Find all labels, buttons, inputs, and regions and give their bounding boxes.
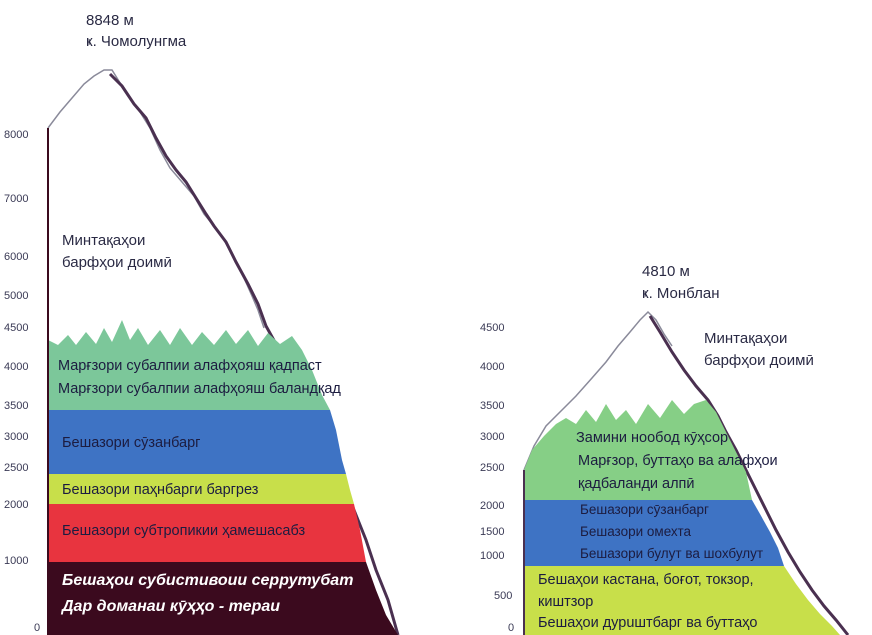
everest-tick: 3500 xyxy=(4,400,29,412)
everest-subtropical-band xyxy=(48,504,366,562)
everest-terai-label: Бешаҳои субистивоии серрутубат xyxy=(62,572,354,589)
montblanc-tick: 2500 xyxy=(480,462,505,474)
montblanc-snow-label: Минтақаҳои xyxy=(704,330,788,347)
montblanc-tick: 3500 xyxy=(480,400,505,412)
everest-snow-label: Минтақаҳои xyxy=(62,232,146,249)
montblanc-tick: 4500 xyxy=(480,322,505,334)
montblanc-steppe-label: киштзор xyxy=(538,594,594,610)
montblanc-nival-label: Замини нообод кӯҳсор xyxy=(576,430,729,446)
everest-tick: 0 xyxy=(34,622,41,634)
montblanc-beech-label: Бешазори булут ва шохбулут xyxy=(580,546,764,561)
montblanc-tick: 1500 xyxy=(480,526,505,538)
everest-alpine-label: Марғзори субалпии алафҳояш баландқад xyxy=(58,381,341,397)
montblanc-meadow-label: қадбаланди алпӣ xyxy=(578,476,695,492)
montblanc-snow-label: барфҳои доимӣ xyxy=(704,352,814,369)
everest-terai-label: Дар доманаи кӯҳҳо - тераи xyxy=(62,598,281,615)
montblanc-peak-height: 4810 м xyxy=(642,263,690,280)
everest-base-band xyxy=(48,562,398,635)
montblanc-steppe-label: Бешаҳои кастана, боғот, токзор, xyxy=(538,572,754,588)
everest-tick: 2500 xyxy=(4,462,29,474)
everest-conifer-band xyxy=(48,410,346,474)
everest-peak-height: 8848 м xyxy=(86,12,134,29)
montblanc-mixed-label: Бешазори омехта xyxy=(580,524,692,539)
everest-deciduous-band xyxy=(48,474,354,504)
everest-tick: 4500 xyxy=(4,322,29,334)
montblanc-tick: 4000 xyxy=(480,361,505,373)
everest-tick: 5000 xyxy=(4,290,29,302)
everest-conifer-label: Бешазори сӯзанбарг xyxy=(62,435,201,451)
everest-tick: 8000 xyxy=(4,129,29,141)
montblanc-hardleaf-label: Бешаҳои дурuштбарг ва буттаҳо xyxy=(538,615,758,631)
montblanc-outline xyxy=(523,310,673,471)
montblanc-tick: 0 xyxy=(508,622,515,634)
montblanc-peak-name: ҝ. Монблан xyxy=(642,285,720,302)
everest-alpine-label: Марғзори субалпии алафҳояш қадпаст xyxy=(58,358,322,374)
montblanc-ridge xyxy=(648,315,850,635)
montblanc-forest-band xyxy=(524,500,784,566)
montblanc-lowland-band xyxy=(524,566,840,635)
everest-tick: 6000 xyxy=(4,251,29,263)
everest-tick: 7000 xyxy=(4,193,29,205)
everest-tick: 4000 xyxy=(4,361,29,373)
everest-subtropical-label: Бешазори субтропикии ҳамешасабз xyxy=(62,523,306,539)
montblanc-alpine-band xyxy=(524,400,752,500)
everest-alpine-band xyxy=(48,320,330,410)
everest-deciduous-label: Бешазори паҳнбарги баргрез xyxy=(62,482,259,498)
everest-peak-name: ҝ. Чомолунгма xyxy=(86,33,187,50)
montblanc-tick: 500 xyxy=(494,590,513,602)
montblanc-conifer-label: Бешазори сӯзанбарг xyxy=(580,502,709,517)
everest-tick: 3000 xyxy=(4,431,29,443)
everest-snow-label: барфҳои доимӣ xyxy=(62,254,172,271)
everest-tick: 1000 xyxy=(4,555,29,567)
montblanc-meadow-label: Марғзор, буттаҳо ва алафҳои xyxy=(578,453,778,469)
montblanc-tick: 3000 xyxy=(480,431,505,443)
montblanc-tick: 2000 xyxy=(480,500,505,512)
montblanc-tick: 1000 xyxy=(480,550,505,562)
everest-outline xyxy=(47,69,265,329)
everest-tick: 2000 xyxy=(4,499,29,511)
